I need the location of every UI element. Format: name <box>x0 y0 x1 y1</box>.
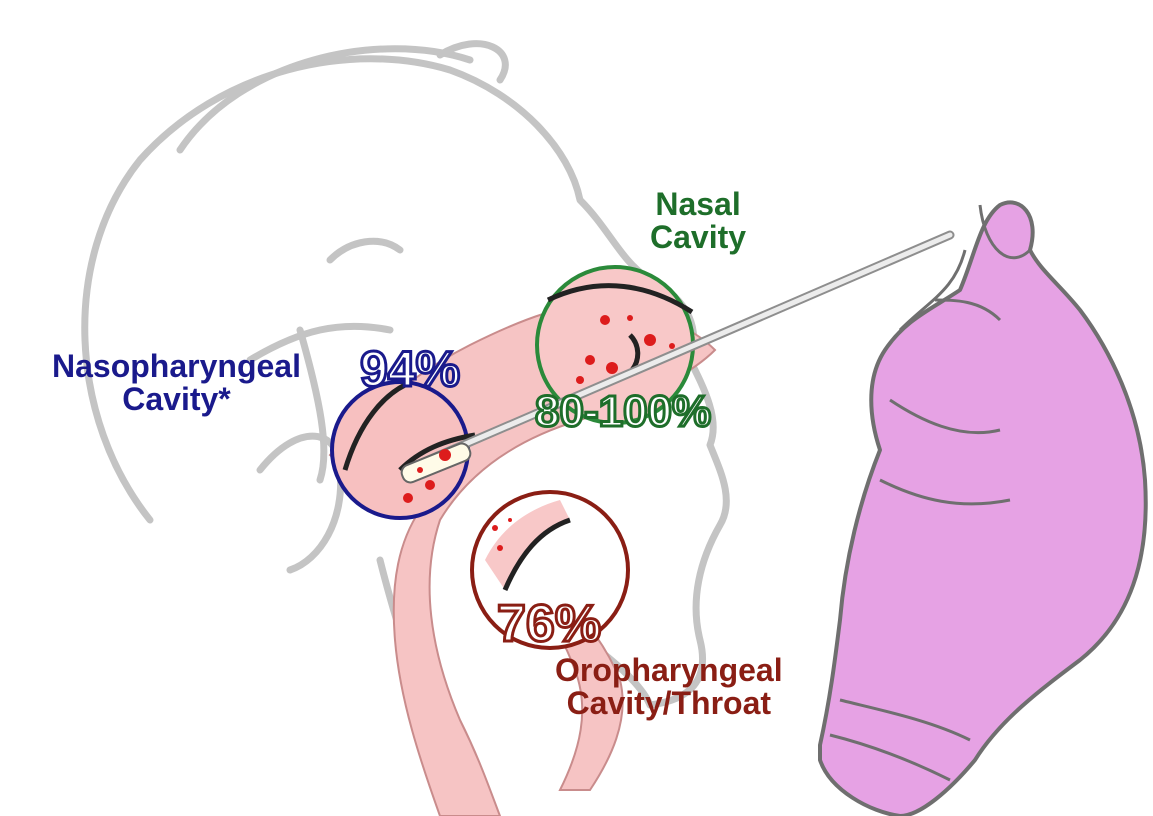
nasal-cavity-label: Nasal Cavity <box>650 188 746 253</box>
nasopharyngeal-label-line2: Cavity* <box>52 383 301 416</box>
nasopharyngeal-cavity-label: Nasopharyngeal Cavity* <box>52 350 301 415</box>
oropharyngeal-cavity-label: Oropharyngeal Cavity/Throat <box>555 654 783 719</box>
nasopharyngeal-percent: 94% <box>360 344 460 394</box>
oropharyngeal-percent: 76% <box>497 598 601 650</box>
oropharyngeal-label-line2: Cavity/Throat <box>555 687 783 720</box>
nasal-label-line2: Cavity <box>650 221 746 254</box>
nasopharyngeal-label-line1: Nasopharyngeal <box>52 350 301 383</box>
nasal-label-line1: Nasal <box>650 188 746 221</box>
oropharyngeal-label-line1: Oropharyngeal <box>555 654 783 687</box>
nasal-percent: 80-100% <box>535 390 711 434</box>
gloved-hand-icon <box>820 202 1146 816</box>
